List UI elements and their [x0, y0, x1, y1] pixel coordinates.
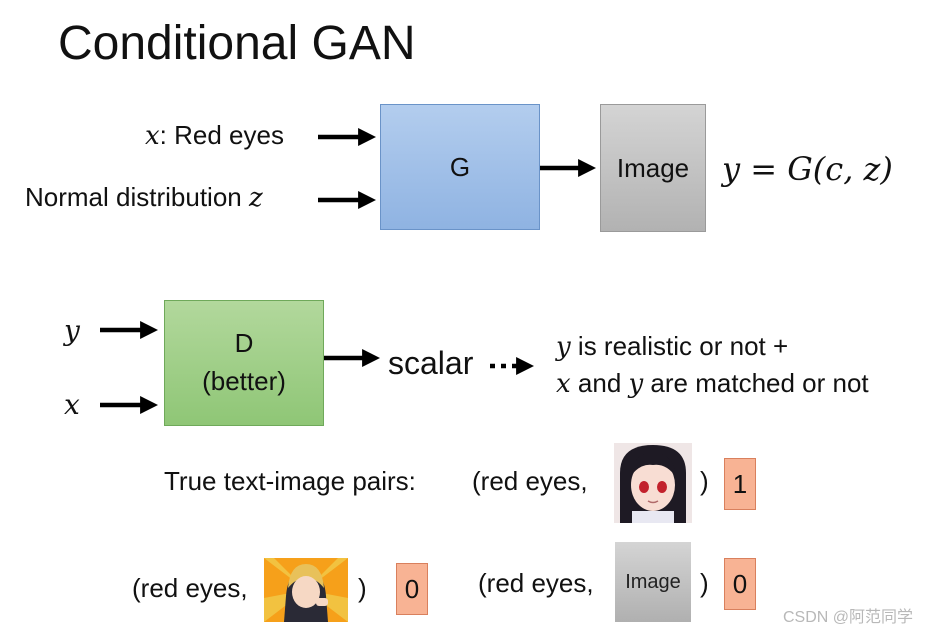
desc-line2-text1: and: [570, 368, 629, 398]
input-x-text: : Red eyes: [159, 120, 284, 150]
var-x: x: [145, 121, 160, 151]
false-pair2-open: (red eyes,: [478, 568, 594, 598]
discriminator-box: D (better): [164, 300, 324, 426]
false2-image-box: Image: [615, 542, 691, 622]
generator-equation: y = G(c, z): [722, 150, 893, 188]
generator-box: G: [380, 104, 540, 230]
desc-line2-text2: are matched or not: [643, 368, 869, 398]
discriminator-label: D: [234, 328, 254, 359]
false-pair1-open: (red eyes,: [132, 573, 248, 603]
desc-var-y: y: [556, 332, 571, 362]
desc-line-1: y is realistic or not +: [556, 331, 788, 362]
true-pairs-label: True text-image pairs:: [164, 466, 416, 496]
page-title: Conditional GAN: [58, 17, 416, 70]
desc-line1-text: is realistic or not +: [570, 331, 789, 361]
false2-score-box: 0: [724, 558, 756, 610]
true-pair-close: ): [700, 466, 709, 496]
input-z-text: Normal distribution: [25, 182, 249, 212]
generated-image-box: Image: [600, 104, 706, 232]
var-z: z: [248, 183, 263, 213]
desc-var-x: x: [556, 369, 571, 399]
true-pair-open: (red eyes,: [472, 466, 588, 496]
input-z-label: Normal distribution z: [25, 182, 263, 213]
desc-var-y2: y: [628, 369, 644, 399]
false1-score-box: 0: [396, 563, 428, 615]
true-score-box: 1: [724, 458, 756, 510]
watermark-text: CSDN @阿范同学: [782, 609, 913, 626]
input-x-label: x: Red eyes: [145, 120, 284, 151]
input-y-label: y: [64, 314, 80, 347]
desc-line-2: x and y are matched or not: [556, 368, 869, 399]
false-pair1-close: ): [358, 573, 367, 603]
anime-girl-image: [614, 443, 692, 523]
scalar-label: scalar: [388, 345, 474, 381]
anime-boy-image: [264, 558, 348, 622]
false-pair2-close: ): [700, 568, 709, 598]
discriminator-sublabel: (better): [202, 366, 286, 396]
input-x-label-d: x: [64, 388, 80, 421]
